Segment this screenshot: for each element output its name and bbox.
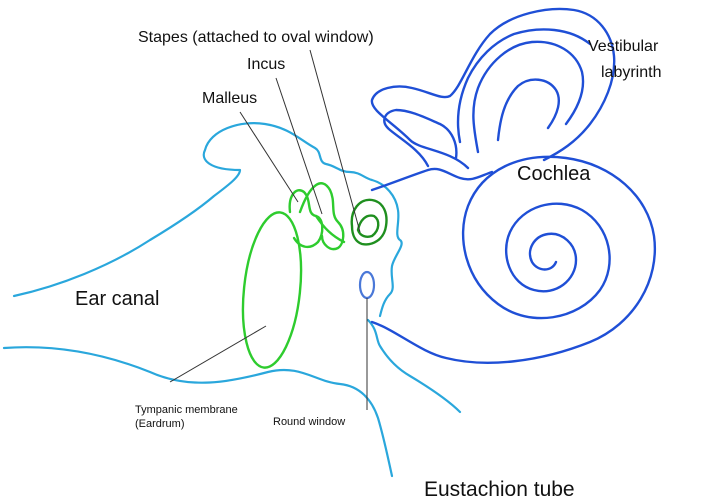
leader-lines xyxy=(169,49,368,410)
semicircular-canal-inner-d xyxy=(456,28,592,144)
semicircular-canal-outer xyxy=(370,7,616,170)
vestibular-labyrinth-label-line2: labyrinth xyxy=(601,64,662,81)
eustachian-tube-label: Eustachion tube xyxy=(424,478,575,501)
stapes-outer xyxy=(350,198,388,246)
incus-label: Incus xyxy=(247,56,286,73)
vestibule-link xyxy=(370,167,494,192)
semicircular-canal-inner-a xyxy=(472,40,585,154)
leader-tympanic xyxy=(169,325,267,383)
outer-ear-outline xyxy=(2,122,462,478)
tympanic-membrane-shape xyxy=(241,211,303,369)
stapes xyxy=(350,198,388,246)
leader-incus xyxy=(275,77,323,215)
vestibular-labyrinth-label-line1: Vestibular xyxy=(588,38,659,55)
inner-ear xyxy=(370,7,657,364)
tympanic-membrane-label-line2: (Eardrum) xyxy=(135,418,185,430)
ossicles xyxy=(241,182,346,369)
ear-canal-lower-wall xyxy=(2,346,394,478)
round-window-label: Round window xyxy=(273,416,346,428)
middle-ear-floor xyxy=(366,318,462,414)
malleus-label: Malleus xyxy=(202,90,258,107)
ear-canal-upper-wall xyxy=(12,122,403,318)
leader-malleus xyxy=(239,111,299,203)
semicircular-canal-inner-c xyxy=(383,108,458,168)
semicircular-canal-inner-b xyxy=(496,78,560,142)
incus-shape xyxy=(298,182,345,251)
tympanic-membrane-label-line1: Tympanic membrane xyxy=(135,404,238,416)
ossicle-link xyxy=(314,214,346,244)
round-window-shape xyxy=(358,270,376,300)
stapes-label: Stapes (attached to oval window) xyxy=(138,29,374,46)
stapes-inner xyxy=(356,214,380,238)
leader-stapes xyxy=(309,49,361,233)
ear-canal-label: Ear canal xyxy=(75,288,160,310)
cochlea-spiral xyxy=(370,155,657,364)
cochlea-label: Cochlea xyxy=(517,163,591,185)
